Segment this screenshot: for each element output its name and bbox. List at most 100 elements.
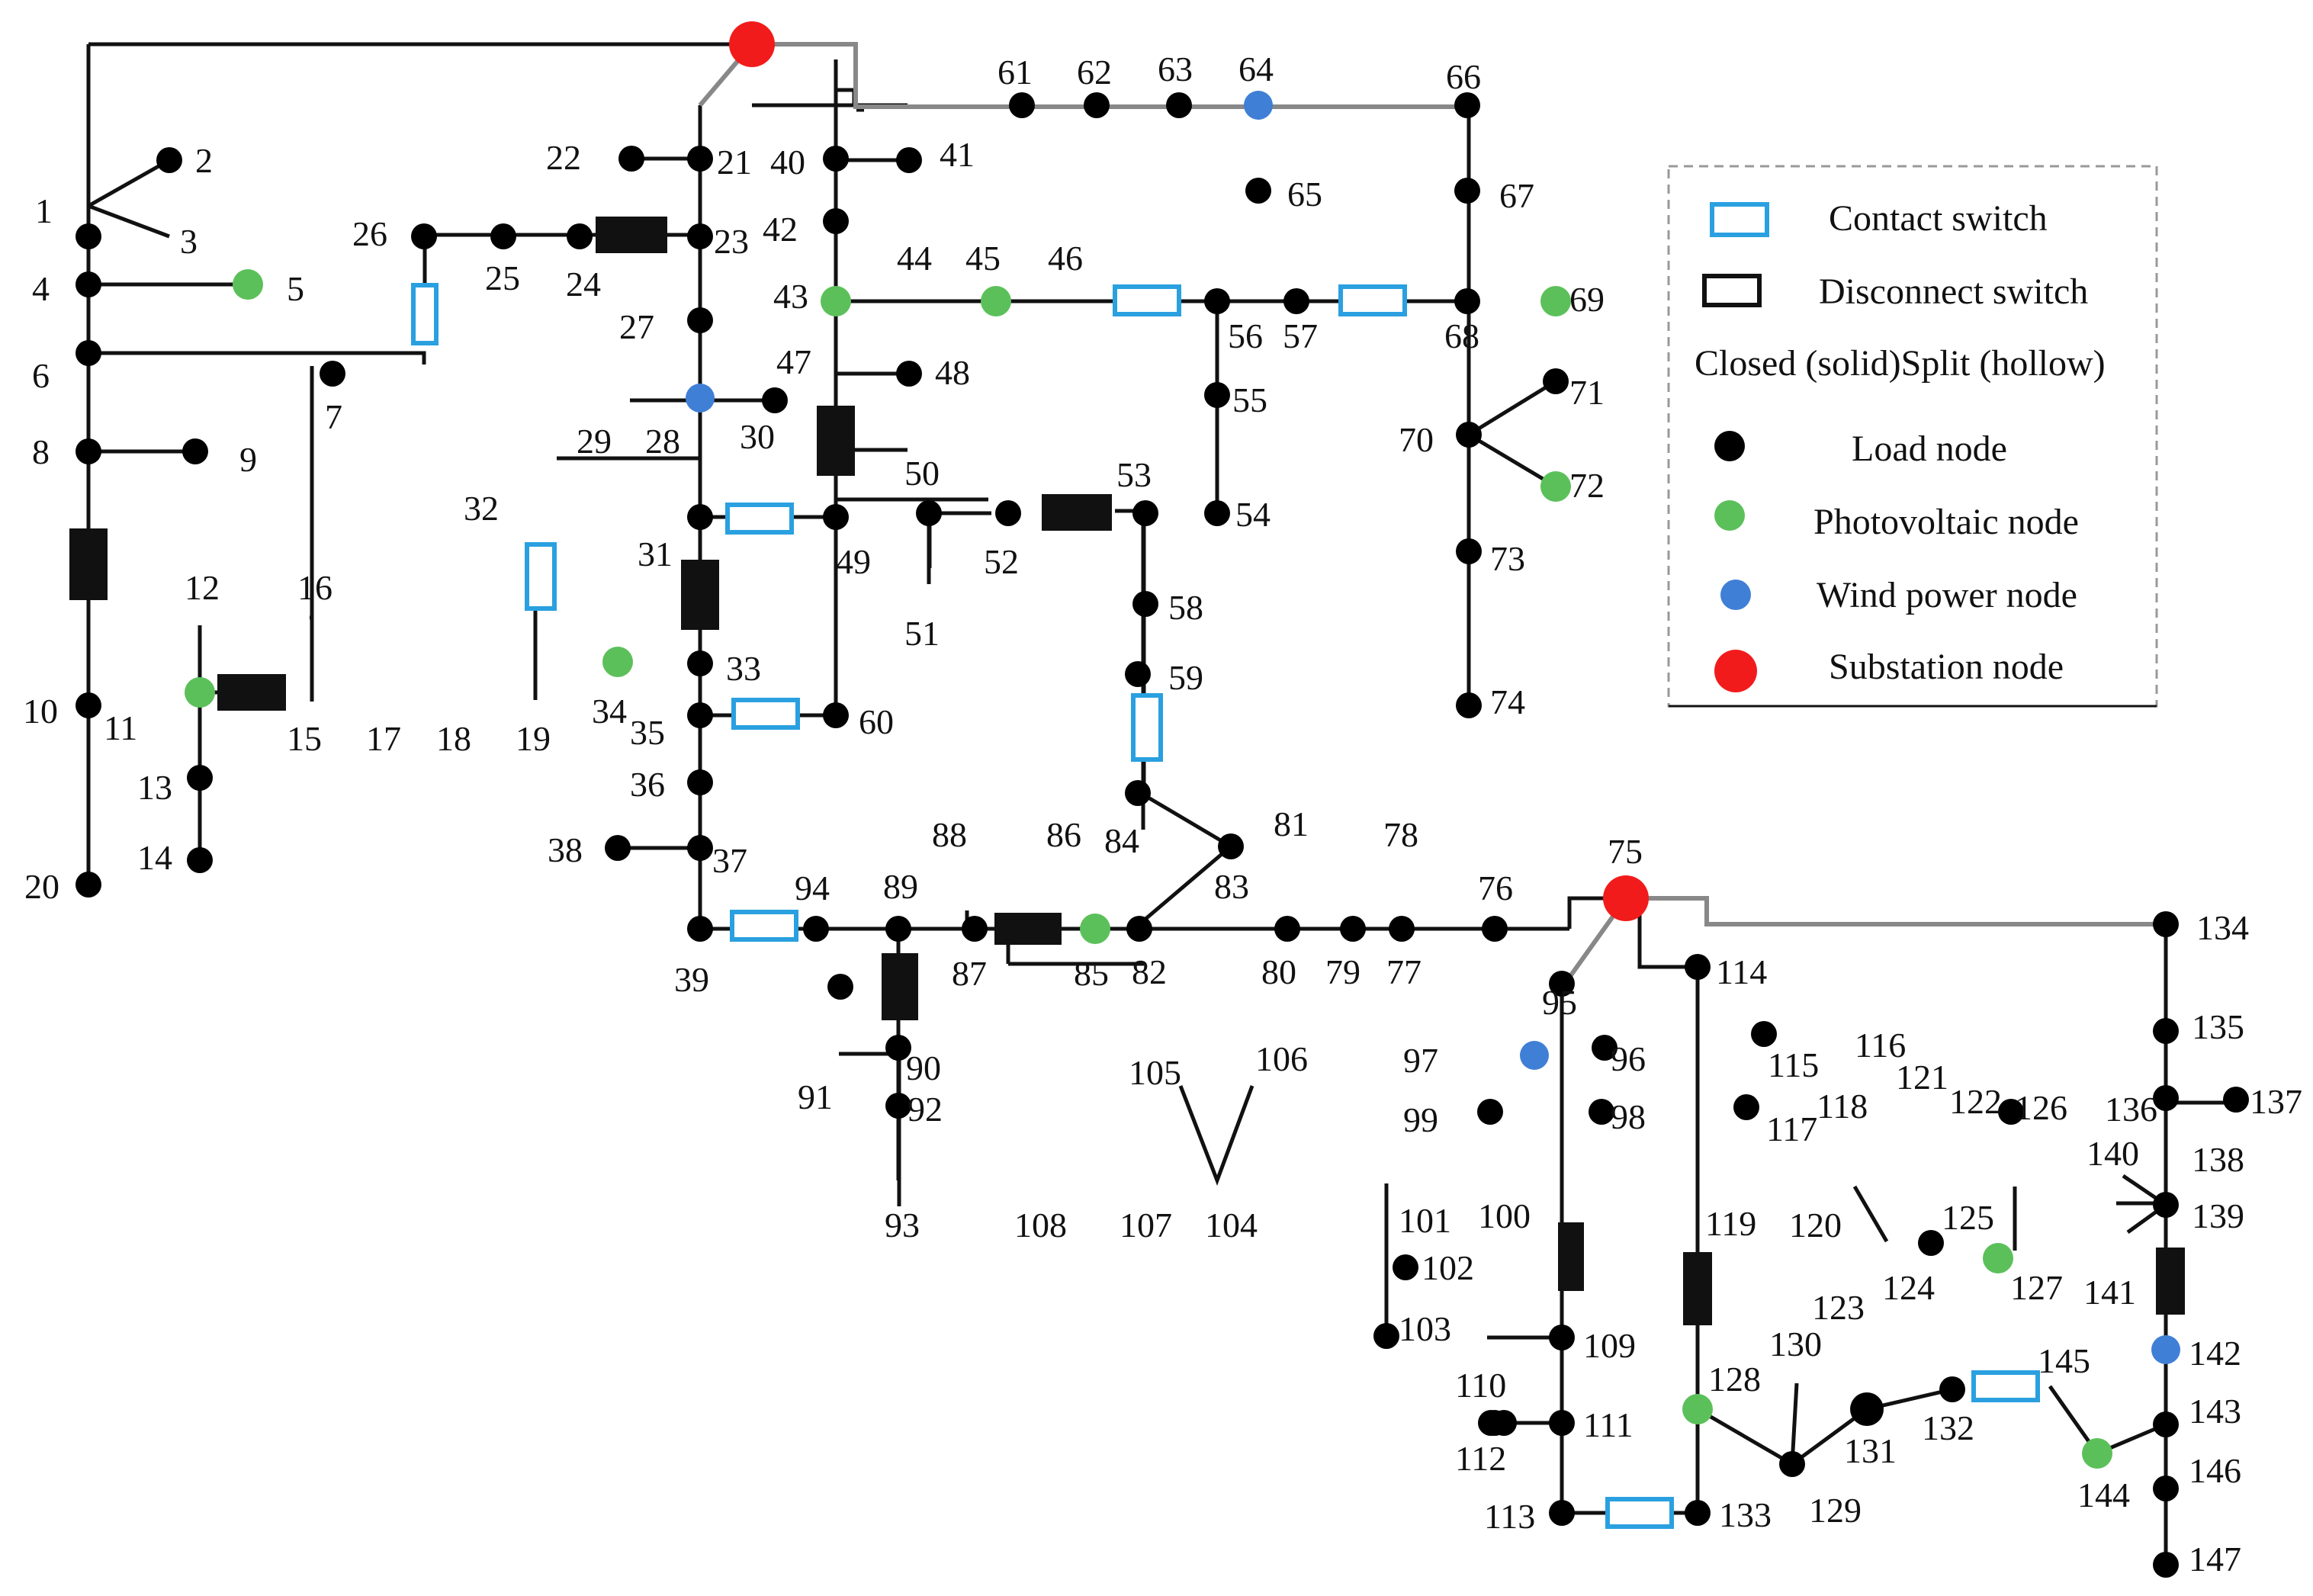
wind-node xyxy=(1520,1041,1549,1070)
node-label-29: 29 xyxy=(577,422,612,461)
legend-wind-node-icon xyxy=(1720,580,1751,610)
node-label-37: 37 xyxy=(712,841,747,880)
load-node xyxy=(962,916,988,942)
node-label-133: 133 xyxy=(1719,1495,1772,1534)
load-node xyxy=(1454,92,1480,118)
node-label-109: 109 xyxy=(1583,1326,1636,1365)
load-node xyxy=(2153,1018,2179,1044)
node-label-20: 20 xyxy=(24,867,59,906)
load-node xyxy=(1850,1392,1884,1426)
node-label-80: 80 xyxy=(1261,952,1296,991)
load-node xyxy=(1685,954,1711,980)
load-node xyxy=(2153,1192,2179,1218)
load-node xyxy=(1132,500,1158,526)
node-label-139: 139 xyxy=(2192,1196,2244,1235)
feeder-line xyxy=(1626,896,2166,926)
load-node xyxy=(411,223,437,249)
line-segment xyxy=(1790,1382,1799,1465)
contact-switch xyxy=(725,503,794,535)
node-label-30: 30 xyxy=(740,417,775,456)
load-node xyxy=(1389,916,1415,942)
disconnect-switch xyxy=(2156,1248,2185,1315)
node-label-42: 42 xyxy=(763,210,798,249)
node-label-9: 9 xyxy=(239,440,257,479)
load-node xyxy=(916,500,942,526)
node-label-136: 136 xyxy=(2105,1090,2157,1129)
node-label-141: 141 xyxy=(2083,1273,2136,1312)
load-node xyxy=(2153,1085,2179,1111)
disconnect-switch xyxy=(1558,1222,1584,1291)
node-label-140: 140 xyxy=(2087,1134,2139,1173)
node-label-91: 91 xyxy=(798,1077,833,1116)
node-label-65: 65 xyxy=(1287,175,1322,214)
node-label-82: 82 xyxy=(1132,952,1167,991)
load-node xyxy=(687,650,713,676)
node-label-8: 8 xyxy=(32,432,50,471)
load-node xyxy=(605,835,631,861)
node-label-135: 135 xyxy=(2192,1007,2244,1046)
node-label-127: 127 xyxy=(2010,1268,2063,1307)
node-label-50: 50 xyxy=(904,454,940,493)
load-node xyxy=(1132,591,1158,617)
line-segment xyxy=(1467,379,1557,437)
node-label-131: 131 xyxy=(1844,1431,1897,1470)
load-node xyxy=(687,916,713,942)
load-node xyxy=(1204,288,1230,314)
node-label-36: 36 xyxy=(630,765,665,804)
node-label-41: 41 xyxy=(940,135,975,174)
node-label-87: 87 xyxy=(952,954,987,993)
node-label-83: 83 xyxy=(1214,867,1249,906)
node-label-132: 132 xyxy=(1922,1408,1974,1447)
pv-node xyxy=(1080,914,1110,944)
load-node xyxy=(827,974,853,1000)
load-node xyxy=(823,208,849,234)
load-node xyxy=(187,847,213,873)
node-label-76: 76 xyxy=(1478,869,1513,907)
node-label-79: 79 xyxy=(1325,952,1360,991)
node-label-75: 75 xyxy=(1608,832,1643,871)
line-segment xyxy=(1138,845,1232,926)
disconnect-switch xyxy=(994,913,1062,945)
node-label-48: 48 xyxy=(935,353,970,392)
disconnect-switch xyxy=(69,528,108,600)
load-node xyxy=(687,702,713,728)
load-node xyxy=(2223,1087,2249,1113)
node-label-116: 116 xyxy=(1855,1026,1906,1065)
pv-node xyxy=(1682,1394,1713,1424)
node-label-85: 85 xyxy=(1074,954,1109,993)
load-node xyxy=(1340,916,1366,942)
node-label-74: 74 xyxy=(1490,682,1525,721)
load-node xyxy=(1084,92,1110,118)
node-label-118: 118 xyxy=(1817,1087,1868,1126)
node-label-10: 10 xyxy=(23,692,58,731)
node-label-124: 124 xyxy=(1882,1268,1935,1307)
legend-load-node-label: Load node xyxy=(1852,429,2007,469)
contact-switch xyxy=(1113,284,1181,316)
node-label-67: 67 xyxy=(1499,176,1534,215)
load-node xyxy=(2153,911,2179,937)
pv-node xyxy=(602,647,633,677)
legend-contact-switch-label: Contact switch xyxy=(1829,198,2048,239)
node-label-69: 69 xyxy=(1569,280,1605,319)
load-node xyxy=(1998,1099,2024,1125)
network-switches xyxy=(69,217,2185,1529)
load-node xyxy=(1779,1451,1805,1477)
legend-disconnect-switch-label: Disconnect switch xyxy=(1819,271,2088,312)
pv-node xyxy=(2082,1438,2112,1469)
node-label-25: 25 xyxy=(485,259,520,297)
node-label-113: 113 xyxy=(1484,1497,1535,1536)
node-label-84: 84 xyxy=(1104,821,1139,860)
node-label-93: 93 xyxy=(885,1206,920,1244)
load-node xyxy=(1549,1500,1575,1526)
disconnect-switch xyxy=(1683,1252,1712,1325)
node-label-99: 99 xyxy=(1403,1100,1438,1139)
node-label-12: 12 xyxy=(185,568,220,607)
load-node xyxy=(1125,780,1151,806)
node-label-144: 144 xyxy=(2077,1476,2130,1514)
contact-switch xyxy=(525,542,557,611)
line-segment xyxy=(1467,432,1557,489)
legend-closed-split-label: Closed (solid)Split (hollow) xyxy=(1695,343,2106,384)
load-node xyxy=(1685,1500,1711,1526)
line-segment xyxy=(88,204,170,239)
node-label-72: 72 xyxy=(1569,466,1605,505)
